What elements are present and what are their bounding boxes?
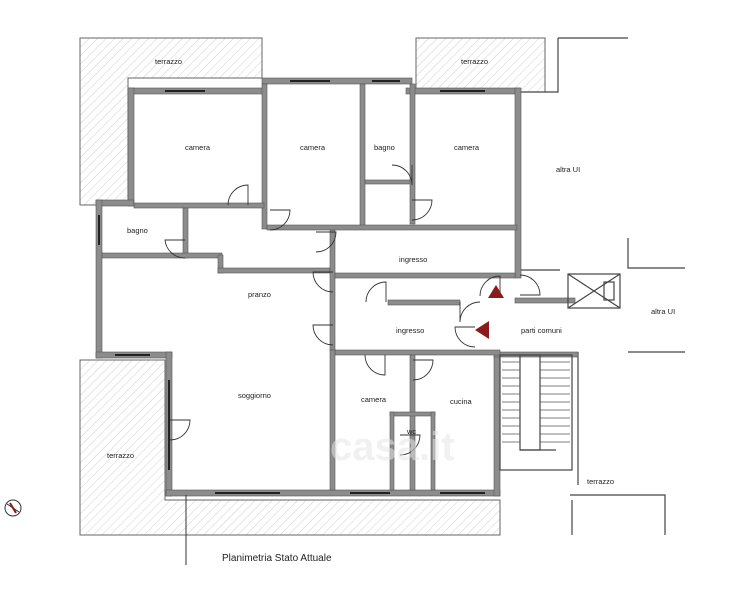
stair-steps	[502, 361, 570, 443]
label-camera-4: camera	[361, 395, 387, 404]
label-camera-1: camera	[185, 143, 211, 152]
terrazzo-bottom-left-area	[79, 359, 501, 536]
label-bagno-top: bagno	[374, 143, 395, 152]
doors	[164, 164, 541, 456]
entry-marker-lower	[475, 321, 489, 339]
compass-icon	[4, 499, 22, 517]
label-soggiorno: soggiorno	[238, 391, 271, 400]
label-altra-ui-lower: altra UI	[651, 307, 675, 316]
label-terrazzo-top-left: terrazzo	[155, 57, 182, 66]
label-camera-3: camera	[454, 143, 480, 152]
neighbour-outlines	[519, 37, 685, 535]
label-ingresso-upper: ingresso	[399, 255, 427, 264]
terraces	[79, 37, 546, 536]
plan-caption: Planimetria Stato Attuale	[222, 553, 332, 564]
label-wc: wc	[406, 427, 416, 436]
label-terrazzo-bottom-left: terrazzo	[107, 451, 134, 460]
terrazzo-top-left-area	[79, 37, 263, 206]
windows	[98, 80, 485, 494]
room-labels: terrazzo terrazzo camera camera bagno ca…	[107, 57, 675, 486]
label-altra-ui-right: altra UI	[556, 165, 580, 174]
label-bagno-left: bagno	[127, 226, 148, 235]
label-camera-2: camera	[300, 143, 326, 152]
label-pranzo: pranzo	[248, 290, 271, 299]
label-cucina: cucina	[450, 397, 473, 406]
label-parti-comuni: parti comuni	[521, 326, 562, 335]
watermark: casa.it	[330, 425, 455, 469]
entry-marker-upper	[488, 285, 504, 298]
label-ingresso-lower: ingresso	[396, 326, 424, 335]
interior-walls	[101, 83, 576, 491]
lift-and-stairs	[499, 273, 621, 471]
label-terrazzo-top-right: terrazzo	[461, 57, 488, 66]
label-terrazzo-bottom-right: terrazzo	[587, 477, 614, 486]
